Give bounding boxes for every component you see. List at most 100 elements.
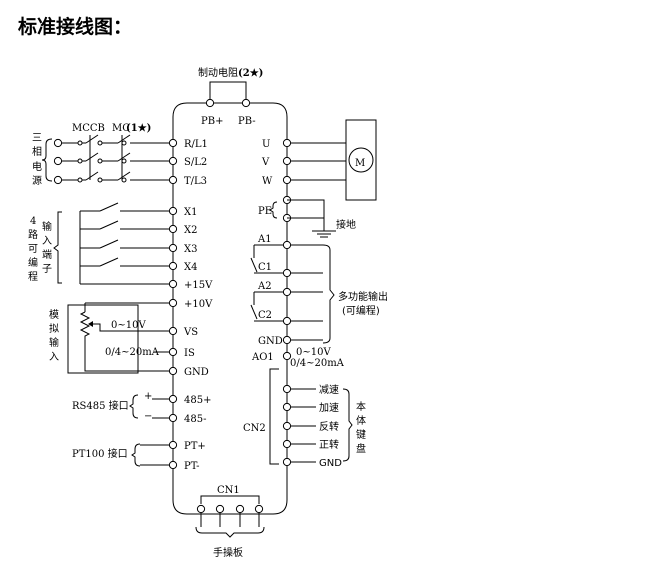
- terminal-label-left-8: +10V: [184, 299, 213, 310]
- terminal-label-motor-1: V: [261, 157, 270, 168]
- svg-text:电: 电: [32, 160, 42, 173]
- potentiometer-wiper: [91, 323, 173, 332]
- cn1-terminals: [196, 504, 264, 527]
- terminal-relay-1: [282, 268, 292, 278]
- svg-text:三: 三: [32, 133, 42, 144]
- analog-input-frame: [67, 304, 139, 374]
- terminal-label-motor-2: W: [262, 176, 273, 187]
- terminal-motor-2: [282, 175, 292, 185]
- terminal-relay-0: [282, 240, 292, 250]
- svg-text:入: 入: [42, 236, 52, 247]
- terminal-label-left-9: VS: [183, 327, 198, 338]
- terminal-pb-plus: [205, 98, 215, 108]
- svg-text:路: 路: [28, 228, 38, 241]
- ao-range-label-1: 0~10V: [296, 347, 331, 358]
- ao-range-label-2: 0/4~20mA: [290, 358, 345, 369]
- keypad-terminal-3: [282, 439, 292, 449]
- keypad-terminal-1: [282, 402, 292, 412]
- terminal-label-left-1: S/L2: [184, 157, 207, 168]
- is-range-label: 0/4~20mA: [105, 347, 160, 358]
- power-source-terminal-2: [53, 175, 63, 185]
- svg-text:入: 入: [49, 352, 59, 363]
- mccb-blade-1: [85, 152, 99, 162]
- svg-text:输: 输: [49, 336, 59, 349]
- terminal-left-0: [168, 138, 178, 148]
- cn1-bracket: [200, 495, 260, 504]
- mccb-contact-b-0: [97, 140, 103, 146]
- rs485-brace: [129, 394, 139, 419]
- relay-k1-contact: [250, 257, 258, 273]
- terminal-motor-0: [282, 138, 292, 148]
- motor-symbol: [348, 147, 374, 173]
- terminal-label-relay-3: C2: [258, 310, 272, 321]
- ground-label: 接地: [336, 218, 356, 231]
- svg-text:编: 编: [28, 256, 38, 269]
- note-2-label: (2★): [238, 68, 263, 79]
- terminal-label-left-12: 485+: [184, 395, 211, 406]
- svg-text:4: 4: [30, 216, 36, 227]
- mccb-contact-1: [77, 158, 83, 164]
- keypad-label: 本 体 键 盘: [356, 400, 366, 455]
- terminal-label-left-13: 485-: [184, 414, 206, 425]
- keypad-key-label-1: 加速: [319, 402, 339, 414]
- rs485-minus-label: −: [144, 411, 152, 422]
- terminal-left-10: [168, 347, 178, 357]
- mc-contact-0: [121, 140, 127, 146]
- terminal-left-5: [168, 243, 178, 253]
- input-switch-blade-1: [99, 220, 119, 230]
- programmable-label: (可编程): [342, 304, 380, 317]
- terminal-label-left-0: R/L1: [184, 139, 208, 150]
- motor-label: M: [355, 158, 365, 169]
- terminal-label-motor-0: U: [262, 139, 270, 150]
- potentiometer: [79, 311, 91, 340]
- terminal-label-left-7: +15V: [184, 280, 213, 291]
- terminal-label-relay-0: A1: [257, 234, 272, 245]
- svg-text:盘: 盘: [356, 442, 366, 455]
- svg-text:端: 端: [42, 248, 52, 261]
- ground-symbol: [314, 220, 334, 238]
- terminal-left-6: [168, 261, 178, 271]
- mccb-contact-0: [77, 140, 83, 146]
- power-lines: [53, 134, 169, 185]
- svg-text:本: 本: [356, 400, 366, 413]
- svg-text:拟: 拟: [49, 322, 59, 335]
- mccb-contact-2: [77, 177, 83, 183]
- brake-resistor-label: 制动电阻: [198, 66, 238, 79]
- mc-contact-1: [121, 158, 127, 164]
- svg-text:子: 子: [42, 263, 52, 275]
- terminal-label-left-15: PT-: [184, 461, 200, 472]
- terminal-label-left-2: T/L3: [184, 176, 207, 187]
- terminal-left-15: [168, 460, 178, 470]
- cn1-terminal-0: [196, 504, 206, 514]
- input-switch-blade-0: [99, 202, 119, 212]
- pt100-brace: [131, 443, 141, 467]
- terminal-left-11: [168, 366, 178, 376]
- terminal-left-1: [168, 156, 178, 166]
- input-switch-blade-3: [99, 257, 119, 267]
- svg-text:体: 体: [356, 415, 366, 427]
- rs485-plus-label: +: [144, 391, 152, 402]
- svg-text:模: 模: [49, 309, 59, 321]
- mc-blade-0: [117, 134, 131, 144]
- input-switch-blade-2: [99, 239, 119, 249]
- keypad-key-label-3: 正转: [319, 438, 339, 451]
- terminal-relay-2: [282, 287, 292, 297]
- mccb-blade-0: [85, 134, 99, 144]
- mccb-label: MCCB: [72, 123, 105, 134]
- keypad-terminal-4: [282, 457, 292, 467]
- ground-wiring: [287, 199, 336, 232]
- multifunction-brace: [322, 244, 335, 344]
- terminal-motor-1: [282, 156, 292, 166]
- motor-frame: [345, 119, 377, 201]
- terminal-left-7: [168, 279, 178, 289]
- terminal-label-left-11: GND: [184, 367, 209, 378]
- terminal-left-14: [168, 440, 178, 450]
- programmable-inputs-label: 4 路 可 编 程: [28, 216, 38, 283]
- terminal-label-left-3: X1: [184, 207, 197, 218]
- terminal-label-relay-1: C1: [258, 262, 272, 273]
- terminal-left-4: [168, 224, 178, 234]
- terminal-left-9: [168, 326, 178, 336]
- mccb-contact-b-2: [97, 177, 103, 183]
